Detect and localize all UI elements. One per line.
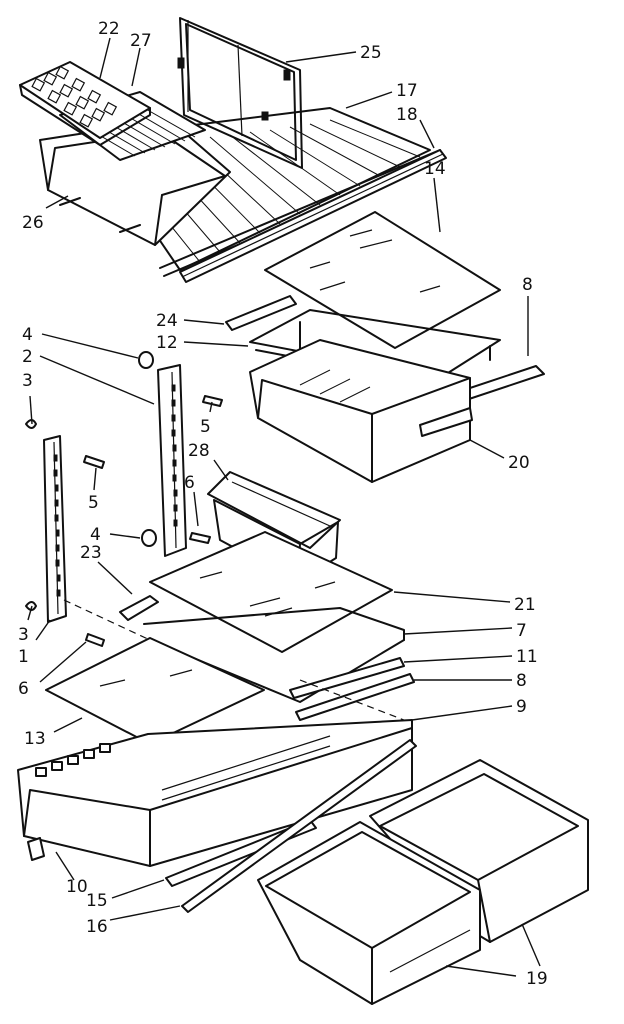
callout-4-upper: 4 <box>22 325 33 345</box>
callout-3-upper: 3 <box>22 371 33 391</box>
callout-4-lower: 4 <box>90 525 101 545</box>
callout-15: 15 <box>86 891 108 911</box>
part-24-shelf-rail <box>225 295 297 331</box>
hardware <box>25 351 223 647</box>
callout-7: 7 <box>516 621 527 641</box>
callout-28: 28 <box>188 441 210 461</box>
callout-8-upper: 8 <box>522 275 533 295</box>
callout-6-upper: 6 <box>184 473 195 493</box>
callout-10: 10 <box>66 877 88 897</box>
guide-lines <box>63 599 405 721</box>
callout-23: 23 <box>80 543 102 563</box>
callout-11: 11 <box>516 647 538 667</box>
part-22-ice-cube-tray <box>19 61 151 146</box>
callout-18: 18 <box>396 105 418 125</box>
callout-5-upper: 5 <box>200 417 211 437</box>
part-21-glass-shelf <box>149 531 393 653</box>
callout-6-lower: 6 <box>18 679 29 699</box>
callout-8-lower: 8 <box>516 671 527 691</box>
callout-24: 24 <box>156 311 178 331</box>
callout-16: 16 <box>86 917 108 937</box>
callout-17: 17 <box>396 81 418 101</box>
callout-3-lower: 3 <box>18 625 29 645</box>
part-13-glass-shelf <box>45 637 265 745</box>
callout-9: 9 <box>516 697 527 717</box>
part-18-rail <box>179 149 447 283</box>
part-9-crisper-base <box>17 719 413 867</box>
callout-2: 2 <box>22 347 33 367</box>
callout-13: 13 <box>24 729 46 749</box>
leader-lines <box>27 37 541 977</box>
part-14-glass-shelf <box>264 211 501 349</box>
callout-labels: 22 27 25 17 18 14 26 8 24 12 4 2 3 5 28 … <box>18 19 548 989</box>
callout-27: 27 <box>130 31 152 51</box>
part-1-left-ladder <box>43 435 67 623</box>
part-2-right-ladder <box>157 364 187 557</box>
callout-21: 21 <box>514 595 536 615</box>
callout-19: 19 <box>526 969 548 989</box>
callout-25: 25 <box>360 43 382 63</box>
part-11-rail <box>289 657 405 699</box>
callout-5-lower: 5 <box>88 493 99 513</box>
part-20-meat-pan <box>249 339 473 483</box>
callout-26: 26 <box>22 213 44 233</box>
part-16-rail <box>181 739 417 913</box>
part-23-rail <box>119 595 159 621</box>
callout-1: 1 <box>18 647 29 667</box>
part-8-lower-rail <box>295 673 415 721</box>
part-19-crisper-drawers <box>257 759 589 1005</box>
callout-20: 20 <box>508 453 530 473</box>
callout-22: 22 <box>98 19 120 39</box>
callout-12: 12 <box>156 333 178 353</box>
part-10-frame-rail <box>27 837 45 861</box>
callout-14: 14 <box>424 159 446 179</box>
